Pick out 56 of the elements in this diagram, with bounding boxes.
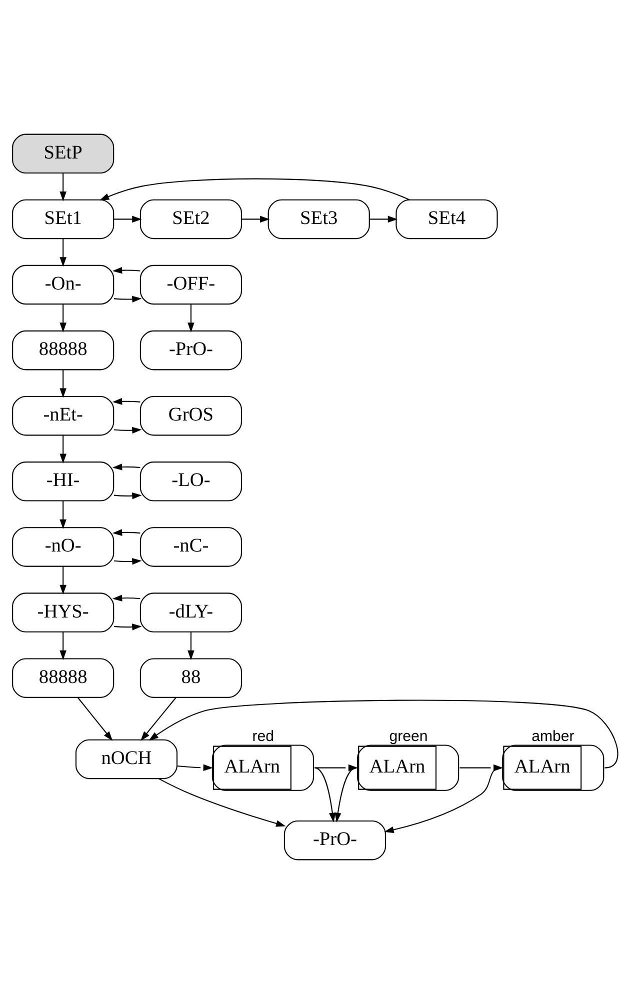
arrow <box>370 216 398 223</box>
arrow <box>77 697 113 741</box>
arrow <box>114 426 142 434</box>
arrow <box>112 594 140 602</box>
arrow <box>314 767 336 822</box>
node-box: 88888 <box>12 330 114 370</box>
arrow <box>60 435 66 464</box>
arrow <box>148 700 618 768</box>
arrow <box>112 398 140 405</box>
arrow <box>334 767 357 822</box>
arrow <box>112 529 140 536</box>
node-box: -PrO- <box>284 820 386 860</box>
node-box: -nC- <box>140 527 242 567</box>
arrow <box>177 764 214 772</box>
arrow <box>112 464 140 470</box>
arrow <box>114 624 142 630</box>
arrow <box>384 767 502 834</box>
node-box: SEtP <box>12 134 114 174</box>
node-box: 88 <box>140 658 242 698</box>
arrow <box>60 500 66 529</box>
arrow <box>60 304 66 332</box>
arrow <box>188 304 194 332</box>
node-box: SEt2 <box>140 199 242 240</box>
node-box: SEt4 <box>396 199 498 240</box>
node-box: -HYS- <box>12 592 114 632</box>
node-label: red <box>252 728 274 746</box>
node-box: nOCH <box>75 739 178 780</box>
node-box: -dLY- <box>140 592 242 632</box>
node-label: amber <box>532 728 574 746</box>
node-box: 88888 <box>12 658 114 698</box>
node-box: -OFF- <box>140 264 242 305</box>
node-box: -nEt- <box>12 396 114 436</box>
node-box: -nO- <box>12 527 114 567</box>
arrow <box>188 632 194 660</box>
node-box: GrOS <box>140 396 242 436</box>
node-box: SEt3 <box>268 199 370 240</box>
arrow <box>114 216 142 223</box>
arrow <box>60 632 66 660</box>
node-box: -PrO- <box>140 330 242 370</box>
arrow <box>140 697 176 741</box>
arrow <box>158 778 286 827</box>
node-box: -LO- <box>140 462 242 502</box>
arrow <box>114 558 142 565</box>
arrow <box>60 238 66 267</box>
arrow <box>242 216 270 223</box>
arrow <box>99 178 410 200</box>
node-box: SEt1 <box>12 199 114 240</box>
arrow <box>114 296 142 303</box>
node-box: -HI- <box>12 462 114 502</box>
arrow <box>60 566 66 595</box>
arrow <box>114 492 142 500</box>
arrow <box>60 173 66 202</box>
node-label: green <box>389 728 428 746</box>
arrow <box>112 266 140 274</box>
node-box: -On- <box>12 264 114 305</box>
arrow <box>60 370 66 398</box>
